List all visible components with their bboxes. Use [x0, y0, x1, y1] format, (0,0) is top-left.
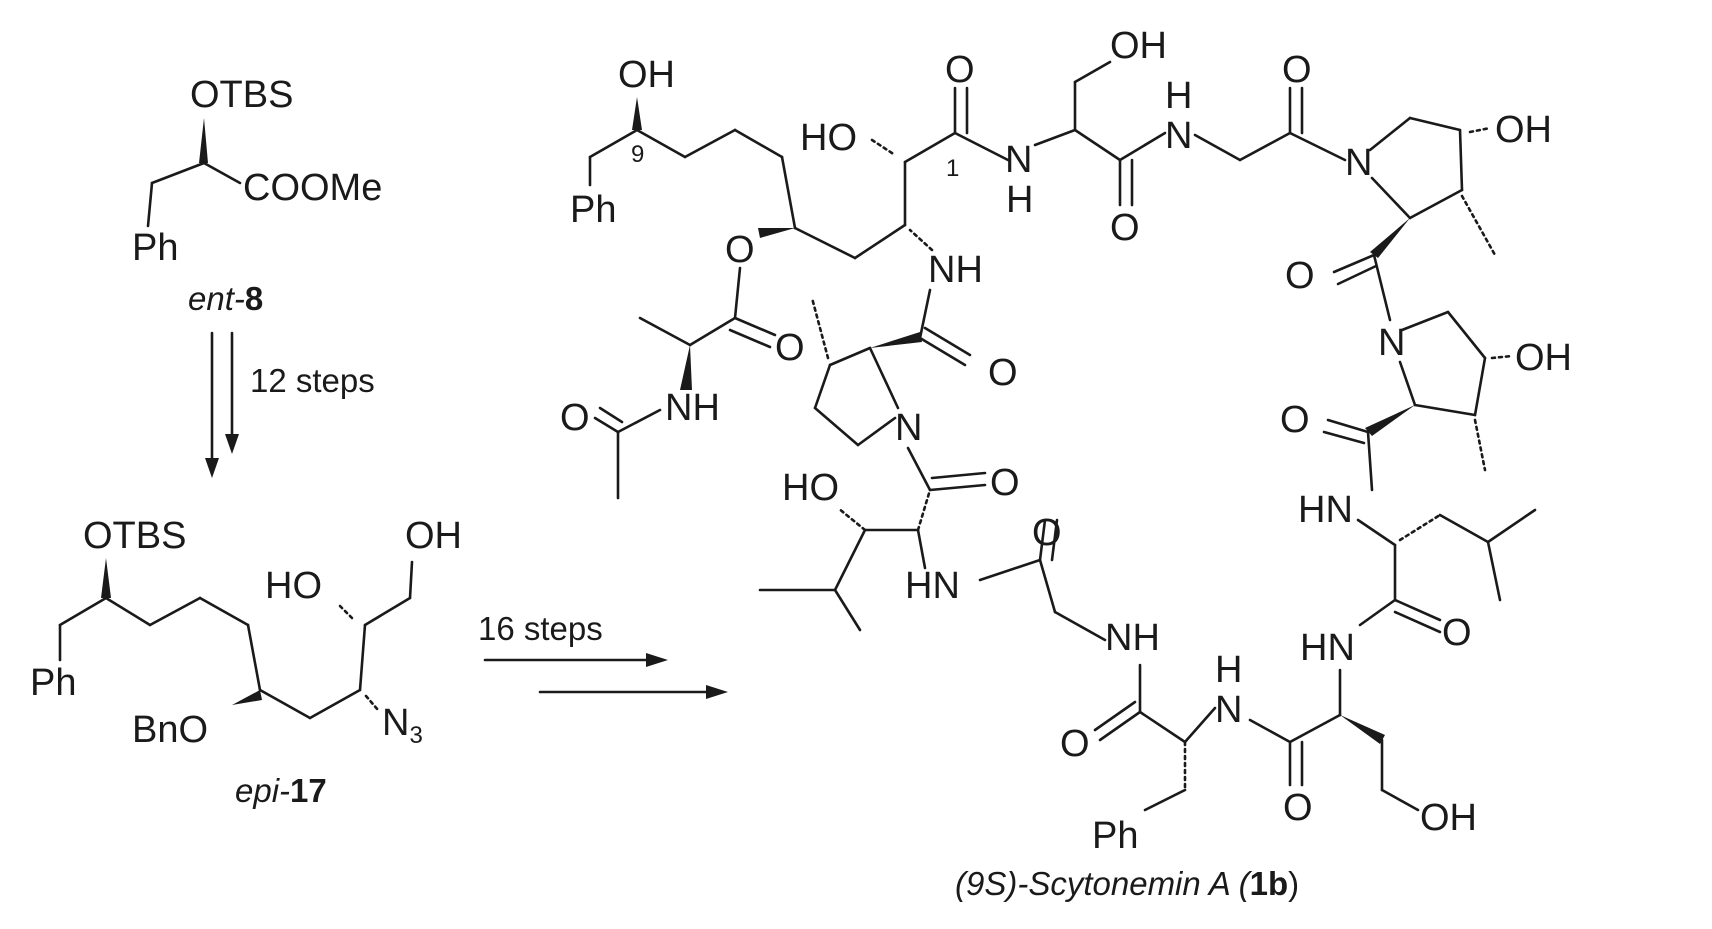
compound-ent-8: OTBS COOMe Ph ent-8: [132, 74, 382, 317]
n-pro1-label: N: [1345, 142, 1372, 184]
o-c1-label: O: [945, 49, 975, 91]
nh-amide-label: NH: [928, 249, 983, 291]
n3-label: N3: [382, 702, 423, 749]
nh2-n-label: N: [1165, 115, 1192, 157]
hn-leu-label: HN: [1298, 489, 1353, 531]
nh-gly2-label: NH: [1105, 617, 1160, 659]
o-phe-label: O: [1060, 723, 1090, 765]
nh1-n-label: N: [1005, 139, 1032, 181]
o-ester-label: O: [725, 229, 755, 271]
o-esterco-label: O: [775, 327, 805, 369]
o-ser-label: O: [1110, 207, 1140, 249]
ser-oh-label: OH: [1110, 25, 1167, 67]
o-hse-label: O: [1283, 787, 1313, 829]
arrow-16-steps: 16 steps: [478, 610, 728, 699]
o-pro3co-label: O: [1280, 399, 1310, 441]
hn-gly2-label: HN: [905, 565, 960, 607]
ph-label-2: Ph: [30, 662, 76, 704]
c9-number: 9: [631, 141, 644, 168]
ho-c2-label: HO: [800, 117, 857, 159]
arrow-16-steps-label: 16 steps: [478, 610, 603, 647]
o-gly1-label: O: [1282, 49, 1312, 91]
o-gly2-label: O: [1032, 512, 1062, 554]
nh1-h-label: H: [1006, 179, 1033, 221]
ent-8-name: ent-8: [188, 280, 263, 317]
o-leu-label: O: [1442, 612, 1472, 654]
nh2-h-label: H: [1165, 75, 1192, 117]
oh-pro3-label: OH: [1515, 337, 1572, 379]
otbs-label: OTBS: [190, 74, 293, 116]
o-thr-label: O: [990, 462, 1020, 504]
stereo-wedge: [199, 118, 208, 163]
oh-hse-label: OH: [1420, 797, 1477, 839]
oh-c9-label: OH: [618, 54, 675, 96]
o-pro1co-label: O: [1285, 255, 1315, 297]
ph-left-label: Ph: [570, 189, 616, 231]
n-pro2-label: N: [895, 407, 922, 449]
c1-number: 1: [946, 155, 959, 182]
arrow-12-steps: 12 steps: [205, 331, 375, 478]
oh-pro1-label: OH: [1495, 109, 1552, 151]
compound-epi-17: OTBS Ph OH HO BnO N3 epi-17: [30, 515, 462, 809]
n-phe-label: N: [1215, 689, 1242, 731]
compound-scytonemin-a: OH Ph 9 O 1 HO N H OH O H N: [560, 25, 1572, 902]
bno-label: BnO: [132, 709, 208, 751]
epi-17-name: epi-17: [235, 772, 327, 809]
o-pro2-label: O: [988, 352, 1018, 394]
h-phe-label: H: [1215, 649, 1242, 691]
o-ac-label: O: [560, 397, 590, 439]
otbs-label-2: OTBS: [83, 515, 186, 557]
ho-label: HO: [265, 565, 322, 607]
ph-label: Ph: [132, 227, 178, 269]
nh-ac-label: NH: [665, 387, 720, 429]
oh-label: OH: [405, 515, 462, 557]
arrow-12-steps-label: 12 steps: [250, 362, 375, 399]
scytonemin-caption: (9S)-Scytonemin A (1b): [955, 865, 1299, 902]
n-pro3-label: N: [1378, 322, 1405, 364]
coome-label: COOMe: [243, 167, 382, 209]
ph-bottom-label: Ph: [1092, 815, 1138, 857]
ho-thr-label: HO: [782, 467, 839, 509]
hn-hse-label: HN: [1300, 627, 1355, 669]
